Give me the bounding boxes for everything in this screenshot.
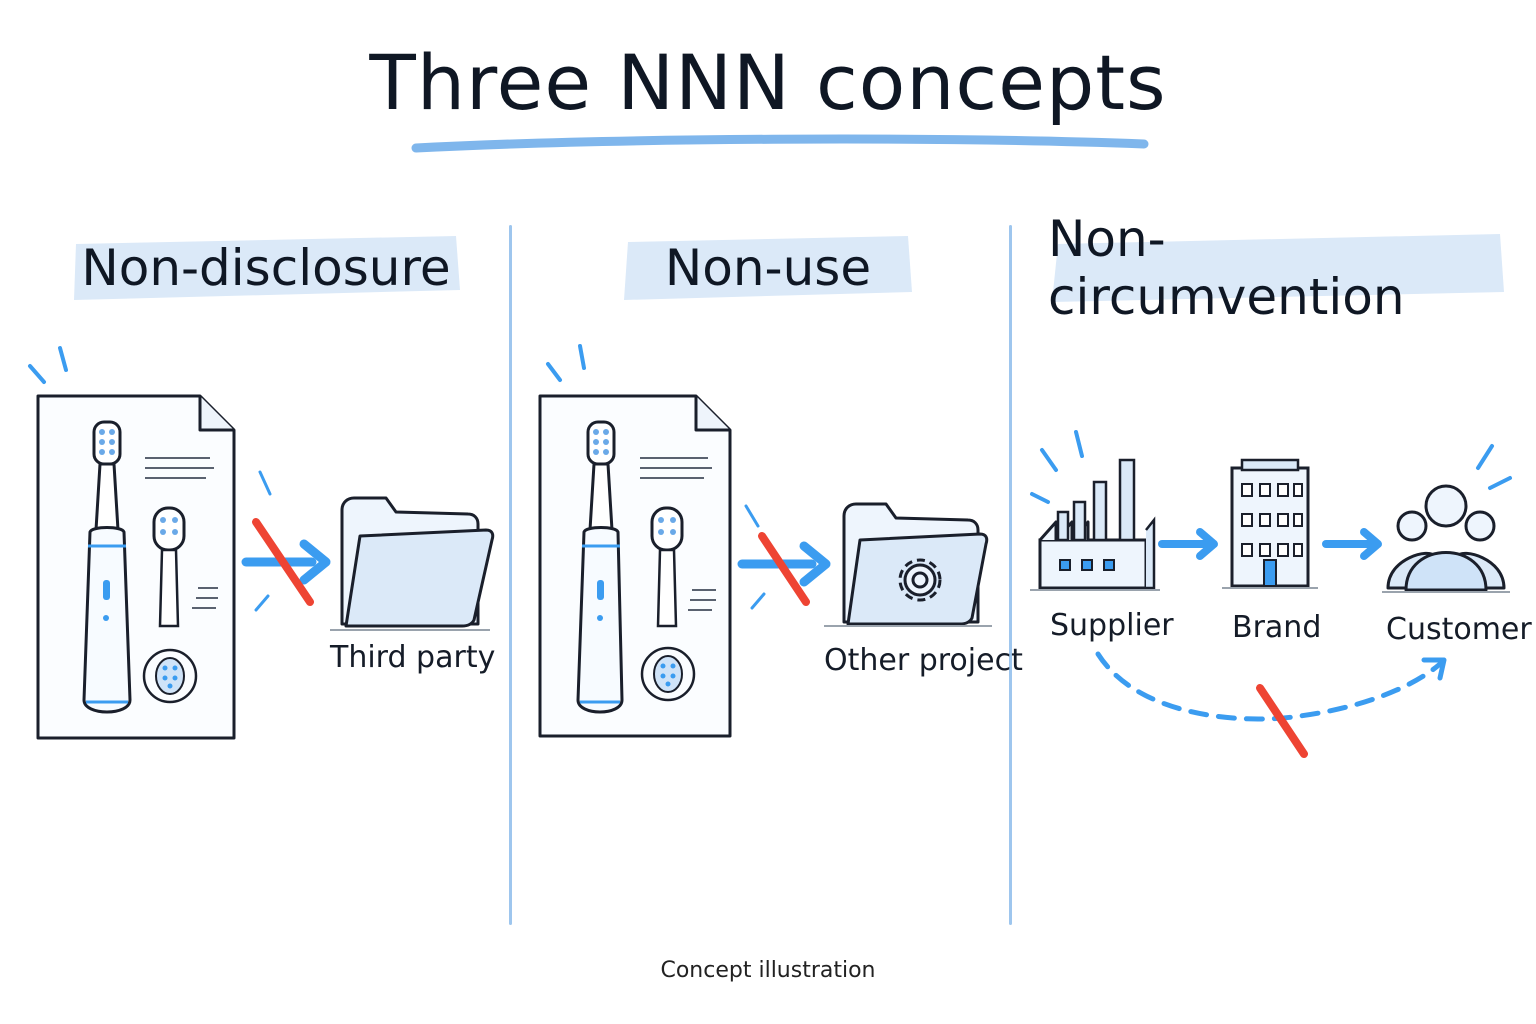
node-label-brand: Brand [1232, 610, 1322, 645]
toothbrush-icon [82, 420, 132, 714]
blocked-slash-icon [252, 518, 314, 606]
panel-divider-1 [509, 225, 512, 925]
caption: Concept illustration [660, 958, 876, 983]
folder-icon [330, 496, 495, 631]
toothbrush-icon [576, 420, 624, 714]
document-icon [36, 394, 236, 740]
panel-heading: Non-use [664, 239, 872, 297]
target-label-other-project: Other project [824, 643, 1023, 678]
panel-header-non-disclosure: Non-disclosure [68, 230, 464, 306]
bristle-detail-icon [640, 646, 696, 702]
building-icon [1222, 458, 1318, 589]
sparkle-icon [254, 470, 272, 612]
folder-gear-icon [824, 502, 992, 627]
bypass-arrow-icon [1095, 651, 1447, 722]
blocked-slash-icon [1256, 684, 1308, 758]
panel-header-non-use: Non-use [620, 230, 916, 306]
panel-heading: Non-circumvention [1048, 210, 1405, 326]
non-disclosure-illustration [28, 346, 495, 740]
customer-group-icon [1382, 484, 1510, 593]
sparkle-icon [744, 504, 766, 610]
non-use-illustration [538, 344, 992, 738]
sparkle-icon [28, 346, 68, 384]
bristle-detail-icon [142, 648, 198, 704]
blocked-slash-icon [758, 532, 810, 606]
title-underline [411, 134, 1149, 153]
target-label-third-party: Third party [330, 640, 496, 675]
page-title: Three NNN concepts [369, 38, 1167, 127]
gear-icon [898, 558, 942, 602]
panel-heading: Non-disclosure [81, 239, 451, 297]
sparkle-icon [1030, 430, 1512, 504]
document-icon [538, 394, 732, 738]
panel-divider-2 [1009, 225, 1012, 925]
sparkle-icon [546, 344, 586, 382]
brush-head-icon [152, 506, 186, 628]
panel-header-non-circumvention: Non-circumvention [1048, 210, 1508, 326]
factory-icon [1030, 458, 1160, 591]
arrow-icon [1158, 528, 1382, 560]
node-label-supplier: Supplier [1050, 608, 1174, 643]
non-circumvention-illustration [1030, 430, 1512, 758]
node-label-customer: Customer [1386, 612, 1532, 647]
brush-head-icon [650, 506, 684, 628]
